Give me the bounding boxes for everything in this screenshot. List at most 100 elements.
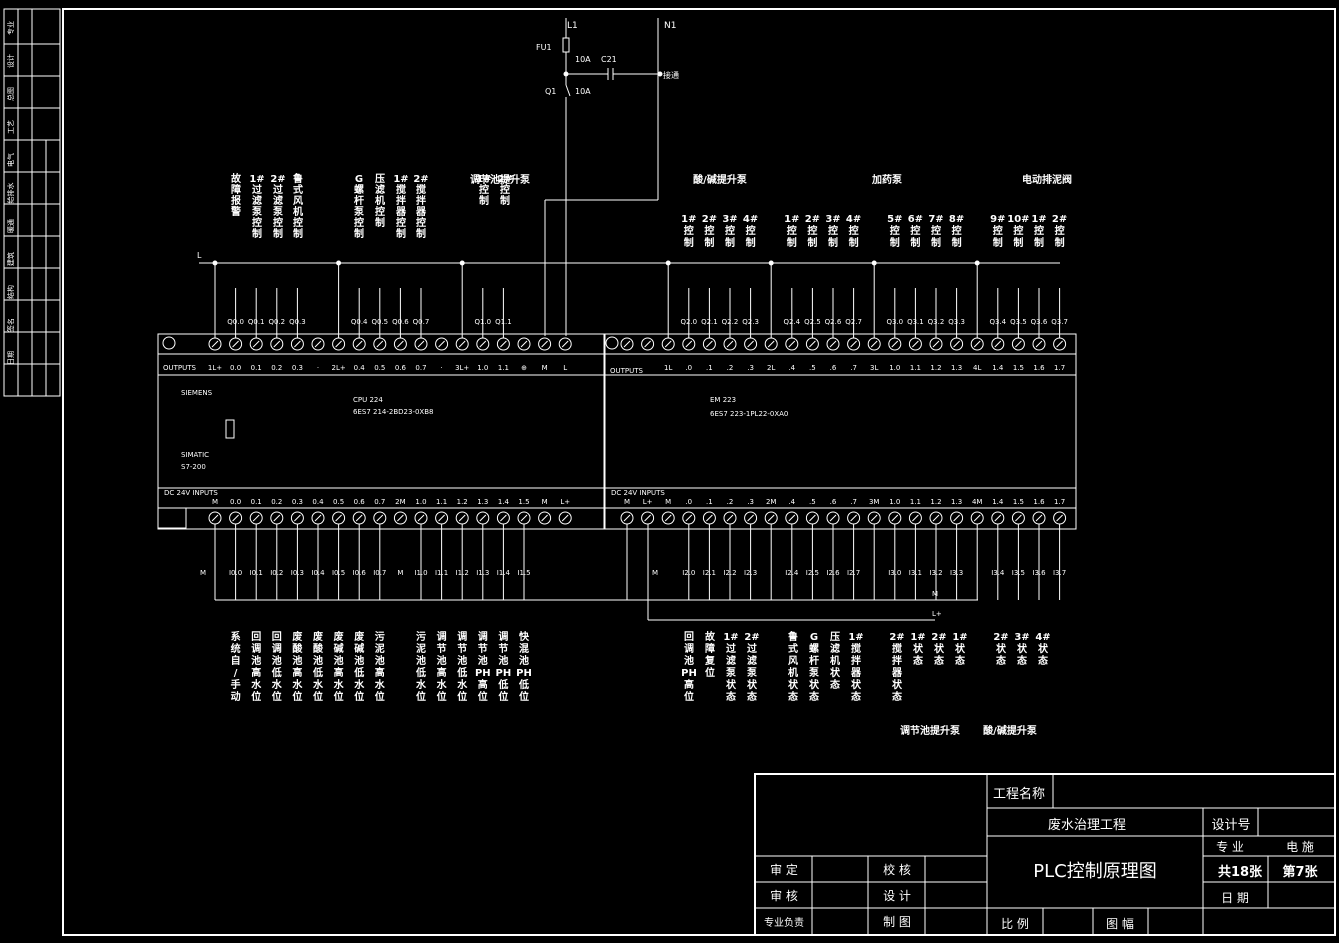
em-output-terminal-slot bbox=[1015, 340, 1022, 348]
em-output-term-label: 1.4 bbox=[992, 364, 1004, 372]
em-input-term-label: 1.3 bbox=[951, 498, 962, 506]
em-output-terminal-slot bbox=[973, 340, 981, 348]
output-address: Q3.3 bbox=[948, 318, 965, 326]
cpu-input-terminal bbox=[558, 511, 572, 525]
input-address: I1.4 bbox=[497, 569, 511, 577]
em-output-term-label: .1 bbox=[706, 364, 713, 372]
em-output-terminal-slot bbox=[891, 340, 899, 348]
input-address: I3.6 bbox=[1032, 569, 1046, 577]
input-function-label: 系统自/手动 bbox=[231, 630, 241, 703]
cpu-input-terminal-slot bbox=[479, 514, 487, 522]
input-function-label: 污泥池高水位 bbox=[374, 630, 386, 703]
input-address: I2.2 bbox=[723, 569, 736, 577]
input-function-label: 2#状态 bbox=[931, 632, 946, 667]
connect-label: 接通 bbox=[663, 70, 679, 80]
em-output-term-label: .3 bbox=[747, 364, 754, 372]
input-function-label: 回调池高水位 bbox=[250, 631, 262, 703]
em-output-terminal-slot bbox=[809, 340, 816, 348]
group-label: 酸/碱提升泵 bbox=[983, 724, 1038, 737]
drawing-frame bbox=[3, 8, 1336, 936]
cpu-family: S7-200 bbox=[181, 463, 206, 471]
em-input-terminal-slot bbox=[788, 514, 796, 522]
cpu-input-term-label: 0.1 bbox=[251, 498, 262, 506]
bus-label: L bbox=[197, 251, 202, 260]
cpu-outputs-label: OUTPUTS bbox=[163, 364, 197, 372]
em-output-term-label: 1.2 bbox=[930, 364, 941, 372]
em-output-term-label: .0 bbox=[685, 364, 692, 372]
cpu-input-term-label: 1.1 bbox=[436, 498, 447, 506]
lead-label: 专业负责 bbox=[764, 916, 804, 929]
output-function-label: 7#控制 bbox=[928, 214, 943, 249]
em-input-terminal-slot bbox=[912, 514, 919, 522]
output-function-label: 2#控制 bbox=[702, 214, 717, 249]
input-function-label: 1#状态 bbox=[952, 632, 967, 667]
output-function-label: 5#控制 bbox=[887, 214, 902, 249]
specialty-label: 专 业 bbox=[1216, 839, 1244, 854]
cpu-output-terminal-slot bbox=[458, 340, 466, 348]
output-address: Q0.5 bbox=[371, 318, 388, 326]
cpu-output-term-label: 1.1 bbox=[498, 364, 509, 372]
output-address: Q1.0 bbox=[474, 318, 491, 326]
cpu-input-terminal-slot bbox=[500, 514, 507, 522]
m-label: M bbox=[652, 569, 658, 577]
em-input-terminal-slot bbox=[1056, 514, 1063, 522]
input-function-label: 调节池低水位 bbox=[456, 630, 468, 703]
output-address: Q3.6 bbox=[1031, 318, 1048, 326]
mount-hole bbox=[162, 336, 176, 350]
em-outputs-label: OUTPUTS bbox=[610, 367, 644, 375]
side-strip-label: 签名 bbox=[6, 318, 15, 332]
breaker-rating: 10A bbox=[575, 87, 591, 96]
em-output-term-label: 4L bbox=[973, 364, 981, 372]
title-block-frame bbox=[754, 773, 1336, 936]
cpu-input-terminal-slot bbox=[273, 514, 281, 522]
m-label: M bbox=[200, 569, 206, 577]
cpu-output-terminal-slot bbox=[273, 340, 281, 348]
group-label: 调节池提升泵 bbox=[900, 724, 961, 737]
input-address: I3.1 bbox=[909, 569, 922, 577]
em-input-term-label: M bbox=[665, 498, 671, 506]
em-output-terminal-slot bbox=[706, 340, 713, 348]
cpu-door bbox=[157, 507, 187, 529]
input-address: I3.4 bbox=[991, 569, 1005, 577]
em-output-term-label: .2 bbox=[727, 364, 734, 372]
cpu-output-terminal-slot bbox=[355, 340, 363, 348]
side-strip-label: 工艺 bbox=[7, 120, 15, 134]
output-address: Q1.1 bbox=[495, 318, 512, 326]
output-function-label: 压滤机控制 bbox=[375, 173, 385, 229]
em-output-terminal-slot bbox=[994, 340, 1002, 348]
cpu-part-number: 6ES7 214-2BD23-0XB8 bbox=[353, 408, 433, 416]
em-output-terminal-slot bbox=[623, 340, 631, 348]
cpu-output-term-label: ⊕ bbox=[521, 364, 527, 372]
title-block bbox=[754, 773, 1336, 936]
em-223-module bbox=[604, 333, 1077, 530]
cpu-output-term-label: 0.2 bbox=[271, 364, 282, 372]
em-output-terminal-slot bbox=[850, 340, 857, 348]
em-input-term-label: .5 bbox=[809, 498, 816, 506]
em-input-term-label: .7 bbox=[850, 498, 857, 506]
cpu-output-terminal-slot bbox=[500, 340, 507, 348]
em-input-terminal-slot bbox=[953, 514, 960, 522]
check-label: 校 核 bbox=[883, 862, 911, 877]
mount-hole bbox=[605, 336, 619, 350]
em-input-terminal-slot bbox=[1035, 514, 1043, 522]
side-strip-label: 暖通 bbox=[6, 219, 15, 233]
output-function-label: 2#控制 bbox=[497, 174, 512, 207]
em-output-terminal-slot bbox=[953, 340, 960, 348]
input-address: I2.6 bbox=[826, 569, 840, 577]
output-function-label: 1#控制 bbox=[476, 174, 491, 207]
draw-label: 制 图 bbox=[883, 915, 911, 929]
side-strip-label: 专业 bbox=[6, 21, 15, 35]
cpu-output-term-label: 0.0 bbox=[230, 364, 241, 372]
side-strip-label: 电气 bbox=[6, 153, 15, 167]
em-input-terminal-slot bbox=[829, 514, 837, 522]
cpu-input-terminal-slot bbox=[376, 514, 384, 522]
led-indicator bbox=[225, 419, 235, 439]
input-address: I3.5 bbox=[1012, 569, 1025, 577]
output-address: Q0.6 bbox=[392, 318, 409, 326]
em-input-terminal-slot bbox=[706, 514, 713, 522]
cpu-output-terminal bbox=[311, 337, 325, 351]
em-input-term-label: .4 bbox=[788, 498, 795, 506]
